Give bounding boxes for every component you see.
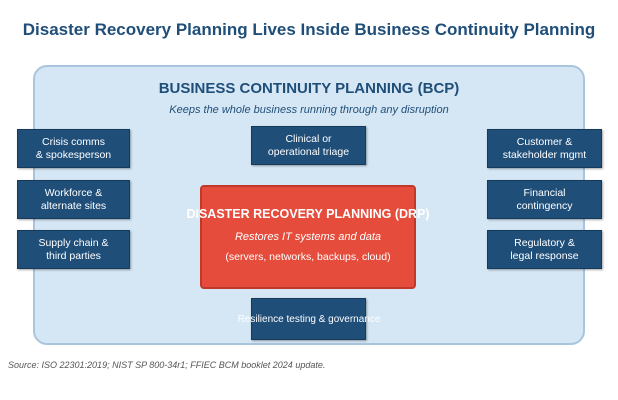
box-supply-chain: Supply chain & third parties [17, 230, 130, 269]
drp-title: DISASTER RECOVERY PLANNING (DRP) [186, 207, 430, 221]
bcp-title: BUSINESS CONTINUITY PLANNING (BCP) [158, 80, 460, 97]
box-regulatory-response: Regulatory & legal response [487, 230, 602, 269]
source-note: Source: ISO 22301:2019; NIST SP 800-34r1… [8, 360, 326, 370]
box-governance [251, 298, 366, 340]
box-clinical-triage: Clinical or operational triage [251, 126, 366, 165]
drp-box [200, 185, 416, 289]
box-financial-contingency: Financial contingency [487, 180, 602, 219]
drp-scope: (servers, networks, backups, cloud) [225, 251, 391, 263]
bcp-subtitle: Keeps the whole business running through… [169, 104, 449, 116]
drp-description: Restores IT systems and data [234, 231, 382, 243]
diagram-title: Disaster Recovery Planning Lives Inside … [22, 20, 596, 39]
governance-label: Resilience testing & governance [237, 314, 381, 325]
box-workforce: Workforce & alternate sites [17, 180, 130, 219]
box-crisis-comms: Crisis comms & spokesperson [17, 129, 130, 168]
box-customer-mgmt: Customer & stakeholder mgmt [487, 129, 602, 168]
